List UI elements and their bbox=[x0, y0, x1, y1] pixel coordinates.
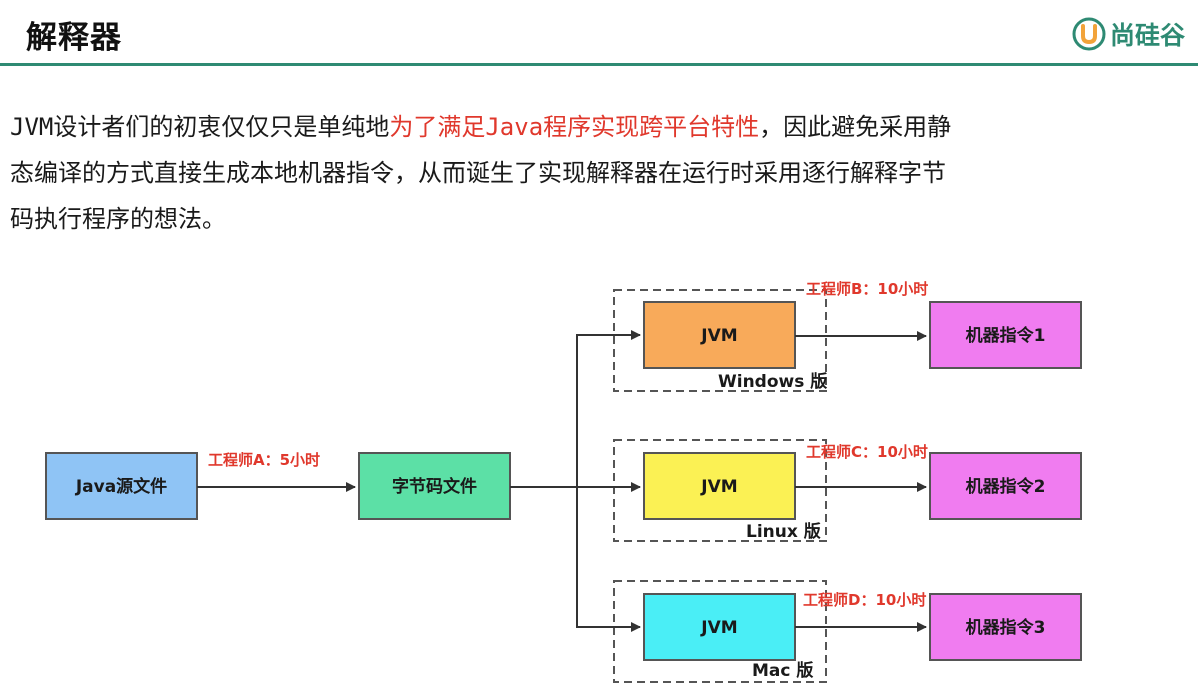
paragraph-text-line2: 态编译的方式直接生成本地机器指令，从而诞生了实现解释器在运行时采用逐行解释字节 bbox=[10, 159, 946, 187]
slide-header: 解释器 尚硅谷 bbox=[0, 0, 1198, 66]
mac-dashed-box bbox=[613, 580, 827, 683]
linux-dashed-box bbox=[613, 439, 827, 542]
paragraph-text-line3: 码执行程序的想法。 bbox=[10, 205, 226, 233]
jvm-windows-node bbox=[643, 301, 796, 369]
java-source-node bbox=[45, 452, 198, 520]
logo-text: 尚硅谷 bbox=[1110, 21, 1186, 50]
jvm-mac-node bbox=[643, 593, 796, 661]
machine-instruction-1-label: 机器指令1 bbox=[966, 325, 1046, 346]
windows-dashed-box bbox=[613, 289, 827, 392]
machine-instruction-1-node bbox=[929, 301, 1082, 369]
brand-logo: 尚硅谷 bbox=[1072, 14, 1185, 54]
intro-paragraph: JVM设计者们的初衷仅仅只是单纯地为了满足Java程序实现跨平台特性，因此避免采… bbox=[10, 104, 1180, 242]
slide-title: 解释器 bbox=[26, 20, 122, 56]
jvm-linux-label: JVM bbox=[700, 477, 737, 497]
machine-instruction-3-label: 机器指令3 bbox=[966, 617, 1046, 638]
bytecode-label: 字节码文件 bbox=[392, 476, 477, 497]
java-source-label: Java源文件 bbox=[75, 476, 167, 497]
logo-mark-icon bbox=[1072, 17, 1106, 51]
engineer-b-label: 工程师B：10小时 bbox=[806, 280, 928, 298]
jvm-mac-label: JVM bbox=[700, 618, 737, 638]
jvm-linux-node bbox=[643, 452, 796, 520]
bytecode-node bbox=[358, 452, 511, 520]
jvm-windows-label: JVM bbox=[700, 326, 737, 346]
paragraph-text-line1-end: ，因此避免采用静 bbox=[759, 113, 952, 141]
machine-instruction-2-label: 机器指令2 bbox=[966, 476, 1046, 497]
machine-instruction-3-node bbox=[929, 593, 1082, 661]
header-rule bbox=[0, 63, 1198, 66]
platform-mac-label: Mac 版 bbox=[752, 660, 813, 681]
platform-linux-label: Linux 版 bbox=[746, 521, 821, 542]
machine-instruction-2-node bbox=[929, 452, 1082, 520]
paragraph-highlight: 为了满足Java程序实现跨平台特性 bbox=[389, 113, 760, 141]
platform-windows-label: Windows 版 bbox=[718, 371, 827, 392]
header-top-line bbox=[0, 0, 1198, 3]
engineer-c-label: 工程师C：10小时 bbox=[806, 443, 928, 461]
engineer-d-label: 工程师D：10小时 bbox=[803, 591, 926, 609]
paragraph-text-start: JVM设计者们的初衷仅仅只是单纯地 bbox=[10, 113, 390, 141]
engineer-a-label: 工程师A：5小时 bbox=[208, 451, 320, 469]
